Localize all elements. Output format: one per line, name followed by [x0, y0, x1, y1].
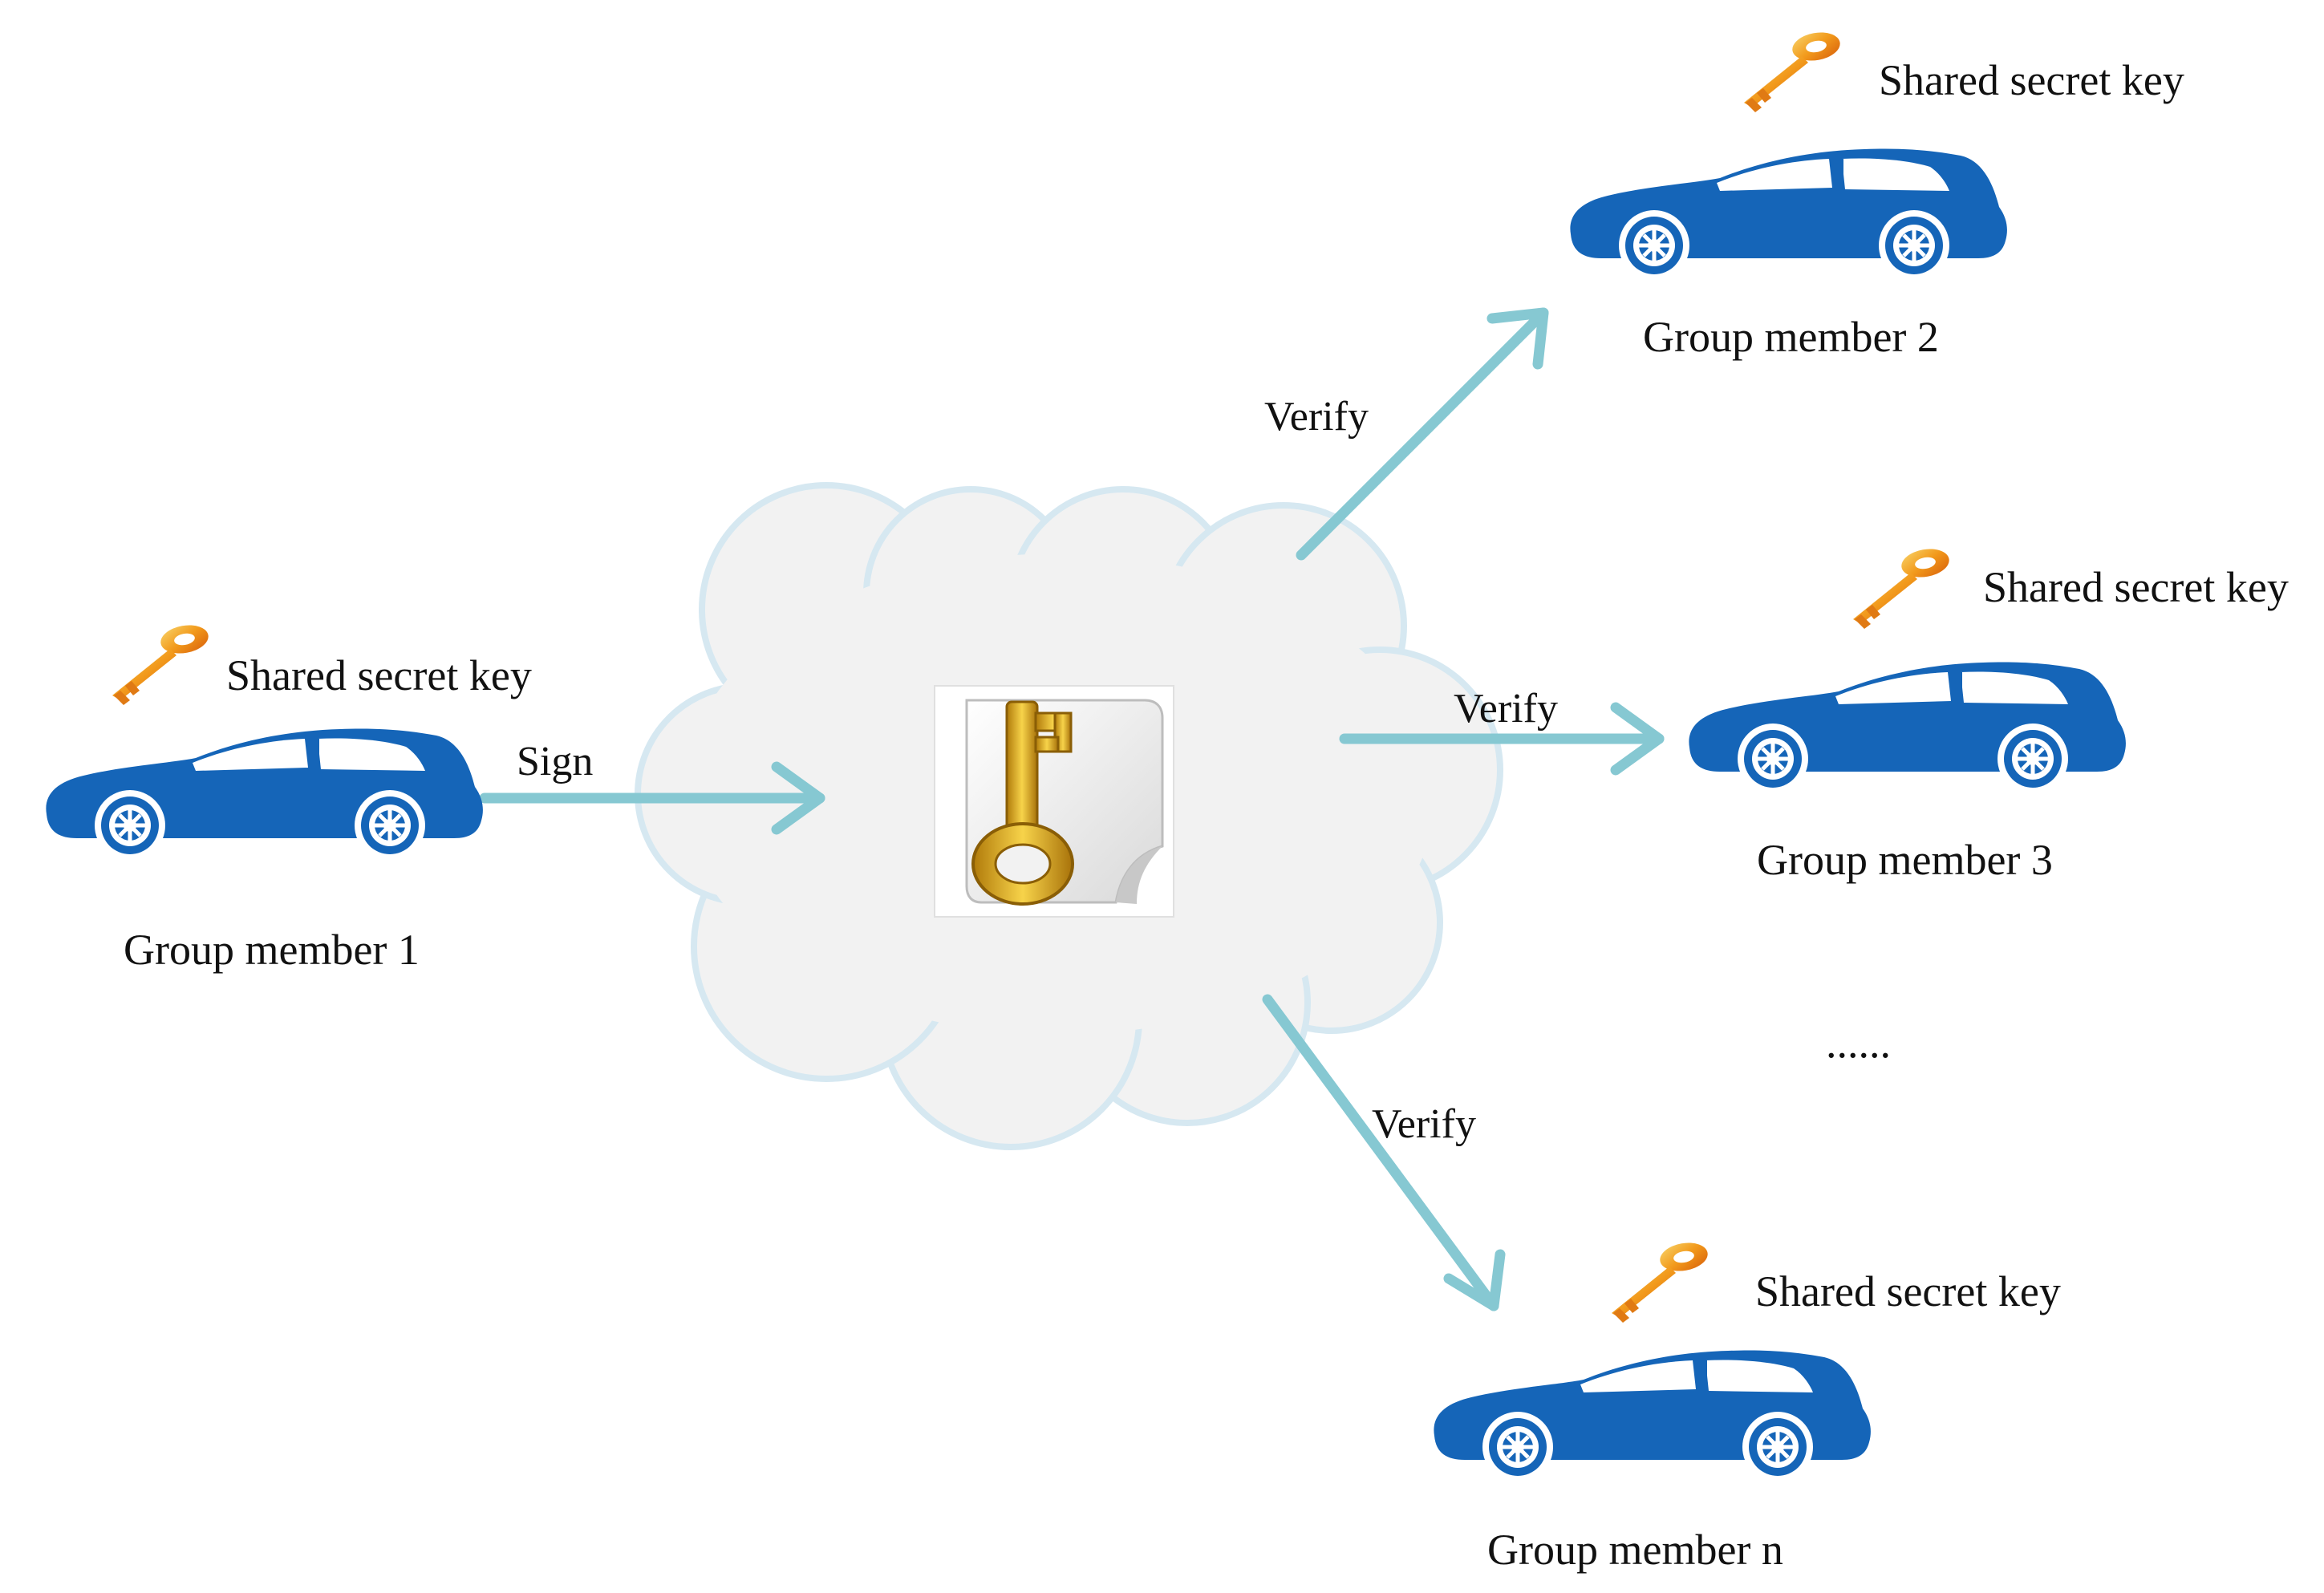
member-label-2: Group member 2 — [1643, 313, 1939, 361]
more-members-ellipsis: ...... — [1826, 1019, 1891, 1067]
group-member-3: Shared secret key Group member 3 — [1689, 545, 2289, 884]
shared-key-label-1: Shared secret key — [226, 651, 532, 699]
key-document-icon — [934, 685, 1174, 918]
group-member-2: Shared secret key Group member 2 — [1570, 29, 2184, 361]
group-member-n: Shared secret key Group member n — [1434, 1239, 2061, 1574]
key-icon — [112, 622, 211, 705]
member-label-n: Group member n — [1487, 1526, 1783, 1574]
car-icon — [1689, 662, 2126, 794]
car-icon — [46, 728, 483, 861]
verify-label-n: Verify — [1372, 1101, 1476, 1147]
verify-arrow-member-n — [1262, 994, 1506, 1311]
verify-label-3: Verify — [1454, 686, 1558, 732]
car-icon — [1434, 1350, 1871, 1482]
verify-label-2: Verify — [1264, 394, 1369, 440]
group-member-1: Shared secret key Group member 1 — [46, 622, 532, 974]
member-label-3: Group member 3 — [1757, 836, 2053, 884]
car-icon — [1570, 148, 2007, 281]
key-icon — [1744, 29, 1843, 112]
sign-label: Sign — [517, 739, 593, 784]
shared-key-label-n: Shared secret key — [1755, 1267, 2061, 1315]
member-label-1: Group member 1 — [124, 926, 420, 974]
verify-arrow-member-2 — [1296, 307, 1549, 561]
key-icon — [1853, 545, 1952, 629]
verify-arrow-member-3 — [1339, 702, 1665, 776]
sign-arrow — [479, 761, 825, 835]
shared-key-label-2: Shared secret key — [1879, 56, 2184, 104]
shared-key-label-3: Shared secret key — [1983, 563, 2289, 611]
key-icon — [1612, 1239, 1710, 1323]
